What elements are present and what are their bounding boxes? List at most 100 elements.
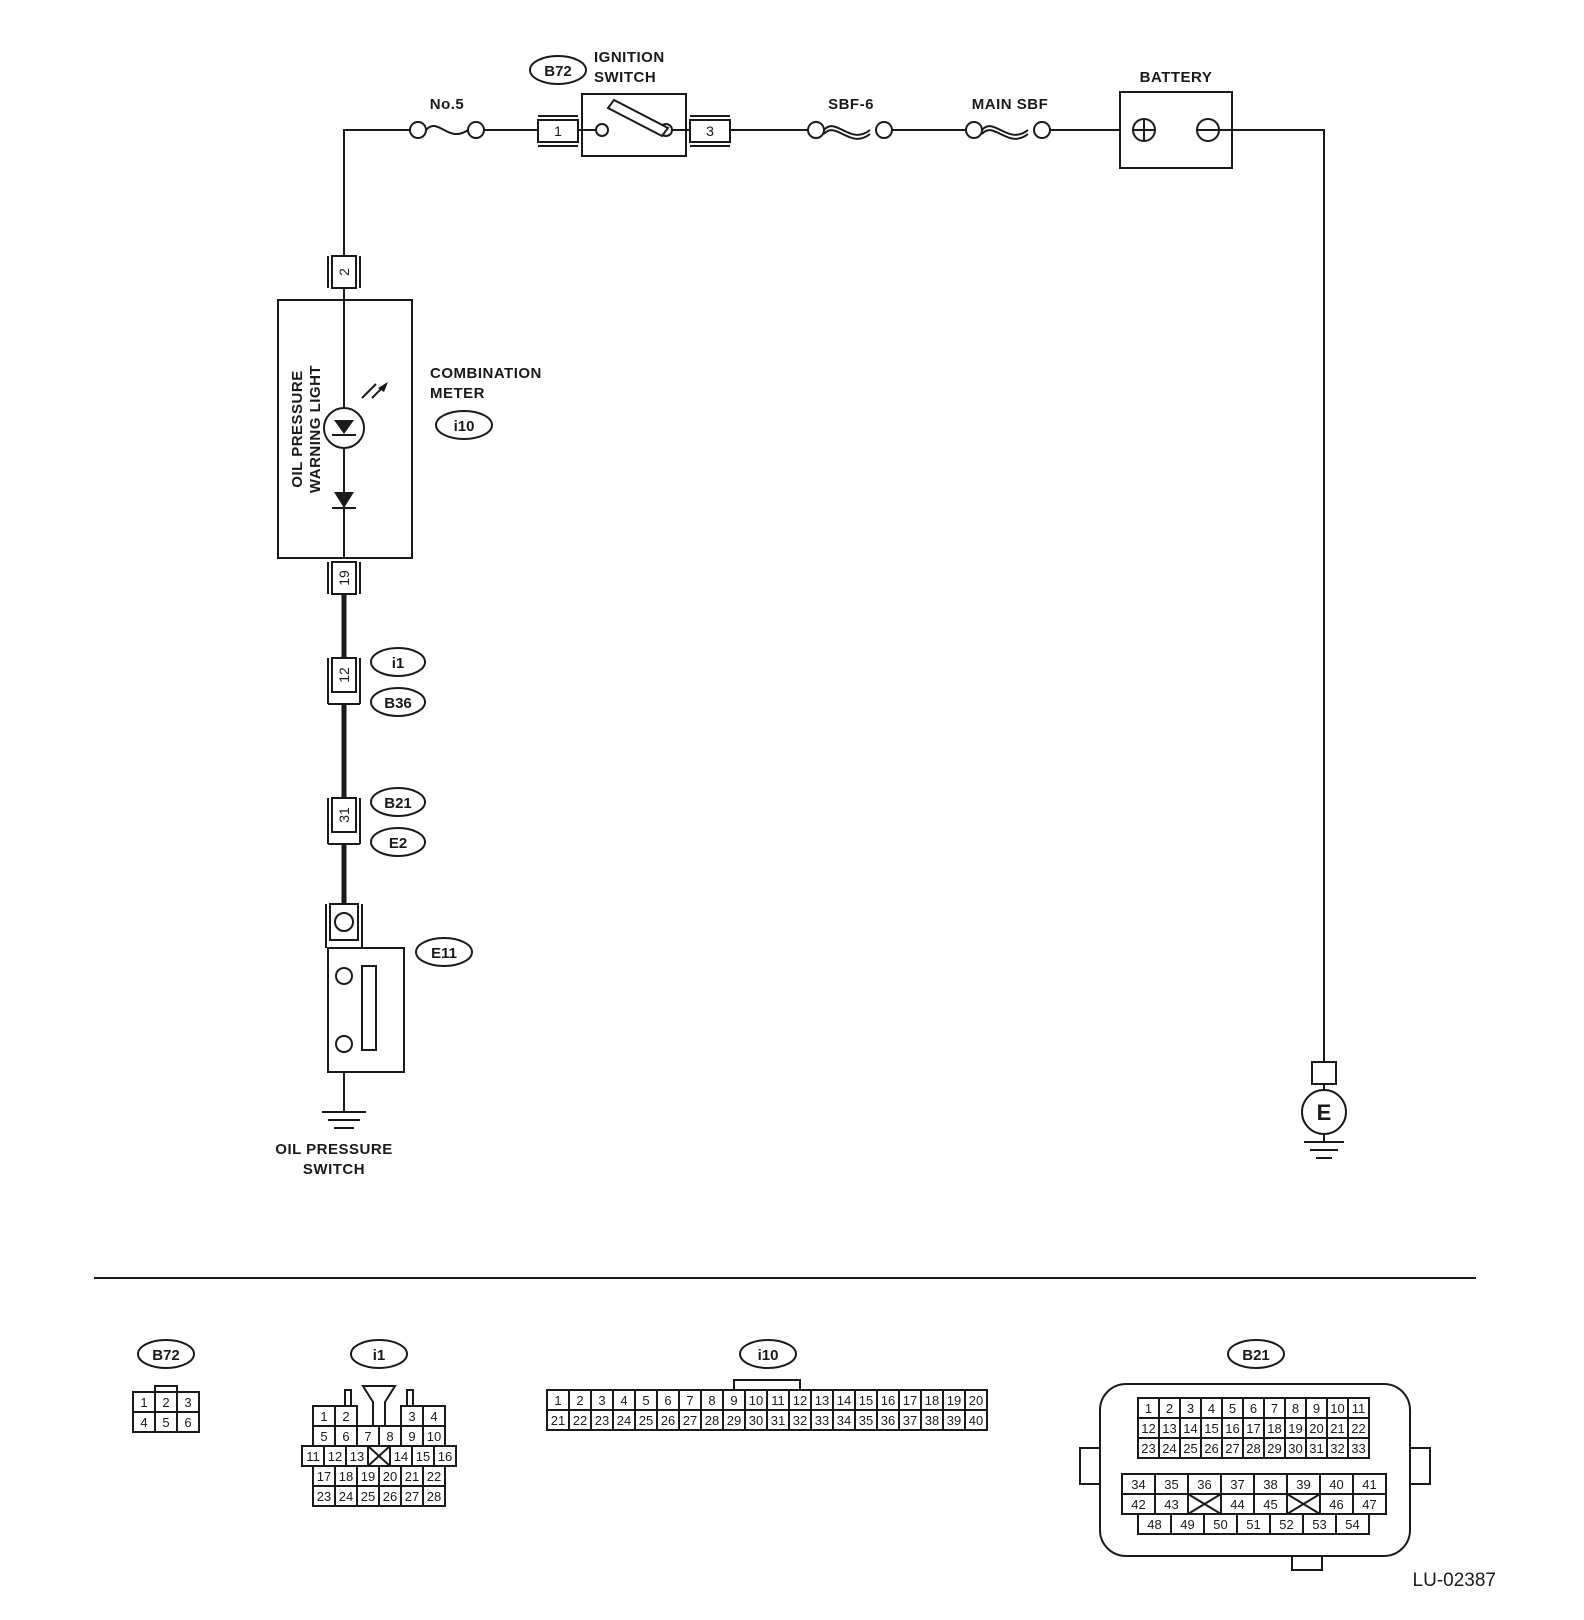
b72-pin-number: 1: [140, 1395, 147, 1410]
b21-right-latch: [1409, 1447, 1431, 1485]
b21-pin-number: 17: [1246, 1421, 1260, 1436]
b21-pin-number: 42: [1131, 1497, 1145, 1512]
b21-pin-number: 43: [1164, 1497, 1178, 1512]
b21-pin-number: 6: [1250, 1401, 1257, 1416]
led-icon: [334, 420, 354, 434]
b21-pin-number: 20: [1309, 1421, 1323, 1436]
b21-pin-number: 10: [1330, 1401, 1344, 1416]
ground-e-lug: [1311, 1061, 1337, 1085]
i1-pin12-box: [331, 657, 357, 693]
i10-pin-number: 30: [749, 1413, 763, 1428]
i10-pin-number: 21: [551, 1413, 565, 1428]
b21-pin-number: 32: [1330, 1441, 1344, 1456]
battery: BATTERY: [1119, 69, 1233, 169]
b21-pin-number: 29: [1267, 1441, 1281, 1456]
harness-to-oil-switch: 12 i1 B36 31 B21 E2: [327, 594, 426, 904]
b21-pin-number: 30: [1288, 1441, 1302, 1456]
ign-switch-lever: [606, 98, 670, 138]
b21-pin-number: 5: [1229, 1401, 1236, 1416]
ignition-label-2: SWITCH: [594, 69, 656, 86]
b21-tag-oval: [370, 787, 426, 817]
e11-tag: E11: [431, 945, 457, 962]
battery-label: BATTERY: [1140, 69, 1213, 86]
b21-pin-number: 11: [1352, 1401, 1366, 1416]
i1-empty-cavity-icon: [367, 1445, 391, 1467]
i1-pin-number: 2: [342, 1409, 349, 1424]
b21-pin-number: 52: [1279, 1517, 1293, 1532]
b21-pin-number: 39: [1296, 1477, 1310, 1492]
i1-latch-icon: [361, 1385, 397, 1427]
e11-tag-oval: [415, 937, 473, 967]
i1-pin-number: 19: [361, 1469, 375, 1484]
e2-tag: E2: [389, 835, 407, 852]
b21-pin-number: 54: [1345, 1517, 1359, 1532]
i10-pin-number: 3: [598, 1393, 605, 1408]
ignition-switch: 1 3 B72 IGNITION SWITCH: [529, 49, 731, 157]
ign-pin1: 1: [554, 123, 562, 139]
b21-pin-number: 40: [1329, 1477, 1343, 1492]
i10-pin-number: 25: [639, 1413, 653, 1428]
i10-pin-number: 34: [837, 1413, 851, 1428]
view-i1-tag: i1: [373, 1347, 386, 1364]
i1-pin-number: 24: [339, 1489, 353, 1504]
b21-pin-number: 33: [1351, 1441, 1365, 1456]
i10-pin-number: 14: [837, 1393, 851, 1408]
ignition-label-1: IGNITION: [594, 49, 665, 66]
i10-pin-number: 29: [727, 1413, 741, 1428]
i10-pin-number: 31: [771, 1413, 785, 1428]
i10-pin-number: 11: [771, 1393, 785, 1408]
b21-pin-number: 47: [1362, 1497, 1376, 1512]
i10-pin-number: 33: [815, 1413, 829, 1428]
i10-pin-number: 15: [859, 1393, 873, 1408]
oil-switch-label-2: SWITCH: [303, 1161, 365, 1178]
i10-pin-number: 7: [686, 1393, 693, 1408]
b21-tag: B21: [384, 795, 412, 812]
fuse-main-sbf: MAIN SBF: [965, 96, 1051, 140]
b21-pin-number: 23: [1141, 1441, 1155, 1456]
i10-pin-number: 9: [730, 1393, 737, 1408]
top-wiring: No.5 1 3 B72 IGNITION SWITCH: [343, 49, 1347, 1159]
i10-pin-number: 27: [683, 1413, 697, 1428]
i10-pin-number: 35: [859, 1413, 873, 1428]
main-sbf-label: MAIN SBF: [972, 96, 1049, 113]
b21-pin-number: 53: [1312, 1517, 1326, 1532]
i10-pin-number: 28: [705, 1413, 719, 1428]
b21-pin-number: 35: [1164, 1477, 1178, 1492]
i1-tag-oval: [370, 647, 426, 677]
b21-pin-number: 46: [1329, 1497, 1343, 1512]
i1-pin-number: 10: [427, 1429, 441, 1444]
b72-pin-number: 5: [162, 1415, 169, 1430]
i1-pin-number: 4: [430, 1409, 437, 1424]
oil-switch-label-1: OIL PRESSURE: [275, 1141, 392, 1158]
b21-pin-number: 37: [1230, 1477, 1244, 1492]
i10-pin-number: 26: [661, 1413, 675, 1428]
view-b21-tag: B21: [1242, 1347, 1270, 1364]
i1-pin-number: 12: [328, 1449, 342, 1464]
i10-pin-number: 1: [554, 1393, 561, 1408]
b72-cell: [176, 1411, 200, 1433]
i1-pin-number: 8: [386, 1429, 393, 1444]
i10-pin-number: 4: [620, 1393, 627, 1408]
b72-pin-number: 6: [184, 1415, 191, 1430]
b21-pin-number: 28: [1246, 1441, 1260, 1456]
i10-pin-number: 38: [925, 1413, 939, 1428]
b21-pin-number: 15: [1204, 1421, 1218, 1436]
i10-pin-number: 5: [642, 1393, 649, 1408]
fuse-no5: No.5: [409, 96, 485, 139]
b21-pin-number: 7: [1271, 1401, 1278, 1416]
i10-cell: [964, 1409, 988, 1431]
i10-pin-number: 24: [617, 1413, 631, 1428]
b21-pin-number: 21: [1330, 1421, 1344, 1436]
b21-pin-number: 22: [1351, 1421, 1365, 1436]
b21-left-latch: [1079, 1447, 1101, 1485]
i10-tag: i10: [454, 418, 475, 435]
b21-cell: [1335, 1513, 1370, 1535]
b72-tag-oval: [529, 55, 587, 85]
b72-tag: B72: [544, 63, 572, 80]
diode-icon: [334, 492, 354, 508]
warning-light-label-2: WARNING LIGHT: [307, 365, 324, 493]
i10-pin-number: 6: [664, 1393, 671, 1408]
